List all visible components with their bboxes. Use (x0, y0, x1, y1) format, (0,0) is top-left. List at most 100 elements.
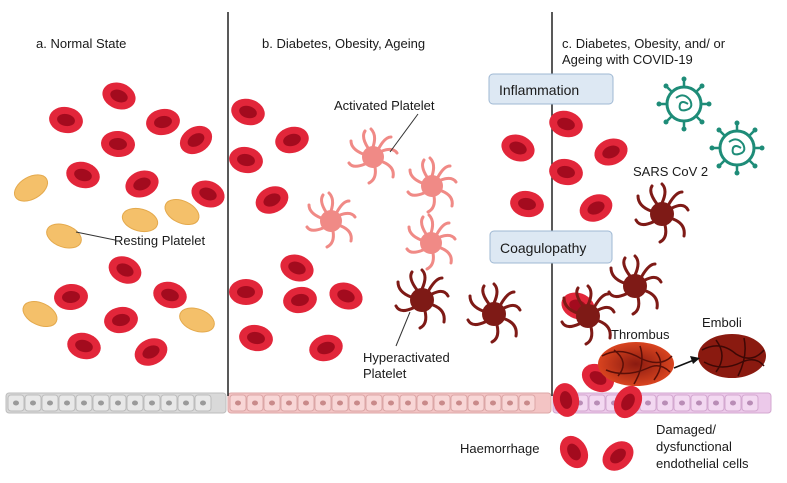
cell-nucleus (405, 400, 411, 406)
panel-b-activated-platelets (305, 127, 458, 271)
cell-nucleus (662, 400, 668, 406)
hyperactivated-platelet (634, 182, 690, 244)
thrombus-label: Thrombus (611, 327, 670, 342)
virus-icon (655, 75, 713, 133)
red-blood-cell (229, 279, 263, 305)
resting-platelet (42, 219, 86, 253)
resting-platelet (119, 204, 161, 236)
cell-nucleus (439, 400, 445, 406)
cell-nucleus (730, 400, 736, 406)
inflammation-label: Inflammation (499, 82, 579, 98)
resting-platelet (175, 303, 219, 337)
panel-c-title-line1: c. Diabetes, Obesity, and/ or (562, 36, 726, 51)
cell-nucleus (252, 400, 258, 406)
cell-nucleus (645, 400, 651, 406)
cell-nucleus (286, 400, 292, 406)
red-blood-cell (272, 123, 312, 157)
resting-platelet-label: Resting Platelet (114, 233, 205, 248)
cell-nucleus (81, 400, 87, 406)
red-blood-cell (508, 188, 546, 220)
red-blood-cell (554, 430, 594, 474)
cell-nucleus (371, 400, 377, 406)
thrombus-to-emboli-arrow (673, 359, 695, 369)
damaged-label-line1: Damaged/ (656, 422, 716, 437)
thrombus (598, 342, 674, 386)
cell-nucleus (679, 400, 685, 406)
red-blood-cell (325, 277, 367, 315)
cell-nucleus (132, 400, 138, 406)
inflammation-box: Inflammation (488, 73, 614, 105)
cell-nucleus (13, 400, 19, 406)
activated-platelet (406, 156, 458, 214)
cell-nucleus (303, 400, 309, 406)
sars-cov-2-label: SARS CoV 2 (633, 164, 708, 179)
endothelium (5, 392, 772, 414)
cell-nucleus (456, 400, 462, 406)
red-blood-cell (174, 120, 218, 160)
cell-nucleus (47, 400, 53, 406)
cell-nucleus (507, 400, 513, 406)
red-blood-cell (281, 284, 319, 316)
red-blood-cell (63, 158, 103, 192)
cell-nucleus (64, 400, 70, 406)
arrowhead-icon (690, 356, 700, 364)
cell-nucleus (422, 400, 428, 406)
cell-nucleus (594, 400, 600, 406)
red-blood-cell (52, 282, 90, 312)
activated-platelet (305, 191, 357, 249)
cell-nucleus (166, 400, 172, 406)
cell-nucleus (747, 400, 753, 406)
activated-platelet-pointer (389, 113, 419, 153)
cell-nucleus (200, 400, 206, 406)
cell-nucleus (524, 400, 530, 406)
red-blood-cell (590, 133, 632, 171)
hyperactivated-platelet-pointer (395, 311, 411, 347)
cell-nucleus (115, 400, 121, 406)
red-blood-cell (276, 249, 318, 287)
emboli-label: Emboli (702, 315, 742, 330)
cell-nucleus (354, 400, 360, 406)
red-blood-cell (596, 435, 640, 477)
red-blood-cell (121, 165, 163, 203)
panel-c-title-line2: Ageing with COVID-19 (562, 52, 693, 67)
activated-platelet (347, 127, 399, 185)
resting-platelet (9, 168, 53, 208)
damaged-label-line2: dysfunctional (656, 439, 732, 454)
red-blood-cell (99, 129, 137, 159)
red-blood-cell (104, 251, 146, 289)
red-blood-cell (47, 104, 85, 136)
red-blood-cell (98, 77, 140, 115)
activated-platelet-label: Activated Platelet (334, 98, 435, 113)
red-blood-cell (251, 181, 293, 219)
red-blood-cell (575, 189, 617, 227)
virus-icon (708, 119, 766, 177)
hyperactivated-platelet-label-line1: Hyperactivated (363, 350, 450, 365)
red-blood-cell (306, 331, 346, 365)
red-blood-cell (150, 278, 190, 312)
cell-nucleus (473, 400, 479, 406)
damaged-label-line3: endothelial cells (656, 456, 749, 471)
cell-nucleus (269, 400, 275, 406)
resting-platelet (18, 295, 62, 333)
hyperactivated-platelet (394, 268, 450, 330)
hyperactivated-platelet (466, 282, 522, 344)
haemorrhage-label: Haemorrhage (460, 441, 540, 456)
cell-nucleus (713, 400, 719, 406)
red-blood-cell (227, 144, 265, 176)
red-blood-cell (130, 333, 172, 371)
activated-platelet (405, 213, 457, 271)
cell-nucleus (696, 400, 702, 406)
cell-nucleus (183, 400, 189, 406)
panel-b-hyperactivated-platelets (394, 268, 522, 344)
hyperactivated-platelet-label-line2: Platelet (363, 366, 407, 381)
cell-nucleus (30, 400, 36, 406)
panel-a-title: a. Normal State (36, 36, 126, 51)
coagulopathy-label: Coagulopathy (500, 240, 586, 256)
hyperactivated-platelet (607, 254, 663, 316)
resting-platelet-pointer (75, 231, 116, 241)
red-blood-cell (237, 322, 275, 354)
cell-nucleus (320, 400, 326, 406)
panel-b-title: b. Diabetes, Obesity, Ageing (262, 36, 425, 51)
coagulopathy-box: Coagulopathy (489, 230, 613, 264)
